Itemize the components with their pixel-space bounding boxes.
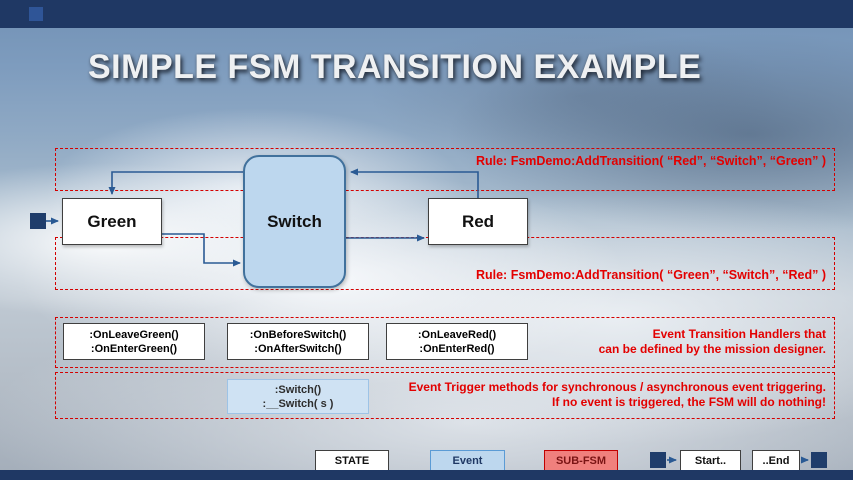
legend-start-box: Start.. bbox=[680, 450, 741, 471]
subfsm-switch-box: Switch bbox=[243, 155, 346, 288]
handlers-region: :OnLeaveGreen() :OnEnterGreen() :OnBefor… bbox=[55, 317, 835, 368]
state-green-box: Green bbox=[62, 198, 162, 245]
top-bar bbox=[0, 0, 853, 28]
arrow-green-to-switch bbox=[162, 233, 241, 267]
triggers-region: :Switch() :__Switch( s ) Event Trigger m… bbox=[55, 372, 835, 419]
legend-end-box: ..End bbox=[752, 450, 800, 471]
triggers-note-line1: Event Trigger methods for synchronous / … bbox=[408, 380, 826, 394]
start-marker-square bbox=[30, 213, 46, 229]
trigger-async: :__Switch( s ) bbox=[262, 397, 334, 410]
legend-end-square bbox=[811, 452, 827, 468]
arrow-red-to-switch bbox=[350, 168, 479, 198]
handler-green-leave: :OnLeaveGreen() bbox=[89, 328, 179, 341]
handlers-note-line1: Event Transition Handlers that bbox=[652, 327, 826, 341]
arrow-switch-to-green bbox=[108, 171, 243, 195]
handler-red-leave: :OnLeaveRed() bbox=[417, 328, 497, 341]
handler-switch-before: :OnBeforeSwitch() bbox=[249, 328, 347, 341]
rule-top-text: Rule: FsmDemo:AddTransition( “Red”, “Swi… bbox=[475, 154, 826, 168]
bottom-bar bbox=[0, 470, 853, 480]
rule-bottom-text: Rule: FsmDemo:AddTransition( “Green”, “S… bbox=[475, 268, 826, 282]
legend-state-box: STATE bbox=[315, 450, 389, 471]
top-bar-accent-square bbox=[29, 7, 43, 21]
legend-event-box: Event bbox=[430, 450, 505, 471]
handler-switch-after: :OnAfterSwitch() bbox=[254, 342, 342, 355]
handler-green-enter: :OnEnterGreen() bbox=[90, 342, 178, 355]
state-green-label: Green bbox=[87, 211, 137, 231]
subfsm-switch-label: Switch bbox=[267, 211, 322, 231]
trigger-sync: :Switch() bbox=[274, 383, 322, 396]
state-red-box: Red bbox=[428, 198, 528, 245]
handler-red-enter: :OnEnterRed() bbox=[419, 342, 495, 355]
handler-red-box: :OnLeaveRed() :OnEnterRed() bbox=[386, 323, 528, 360]
handler-switch-box: :OnBeforeSwitch() :OnAfterSwitch() bbox=[227, 323, 369, 360]
slide-title: SIMPLE FSM TRANSITION EXAMPLE bbox=[88, 48, 702, 86]
handlers-note-line2: can be defined by the mission designer. bbox=[598, 342, 826, 356]
state-red-label: Red bbox=[461, 211, 495, 231]
legend-subfsm-box: SUB-FSM bbox=[544, 450, 618, 471]
triggers-note-line2: If no event is triggered, the FSM will d… bbox=[552, 395, 826, 409]
handlers-note: Event Transition Handlers that can be de… bbox=[599, 327, 826, 357]
triggers-note: Event Trigger methods for synchronous / … bbox=[409, 380, 826, 410]
rule-top-region: Rule: FsmDemo:AddTransition( “Red”, “Swi… bbox=[55, 148, 835, 191]
handler-green-box: :OnLeaveGreen() :OnEnterGreen() bbox=[63, 323, 205, 360]
trigger-switch-box: :Switch() :__Switch( s ) bbox=[227, 379, 369, 414]
legend-start-square bbox=[650, 452, 666, 468]
